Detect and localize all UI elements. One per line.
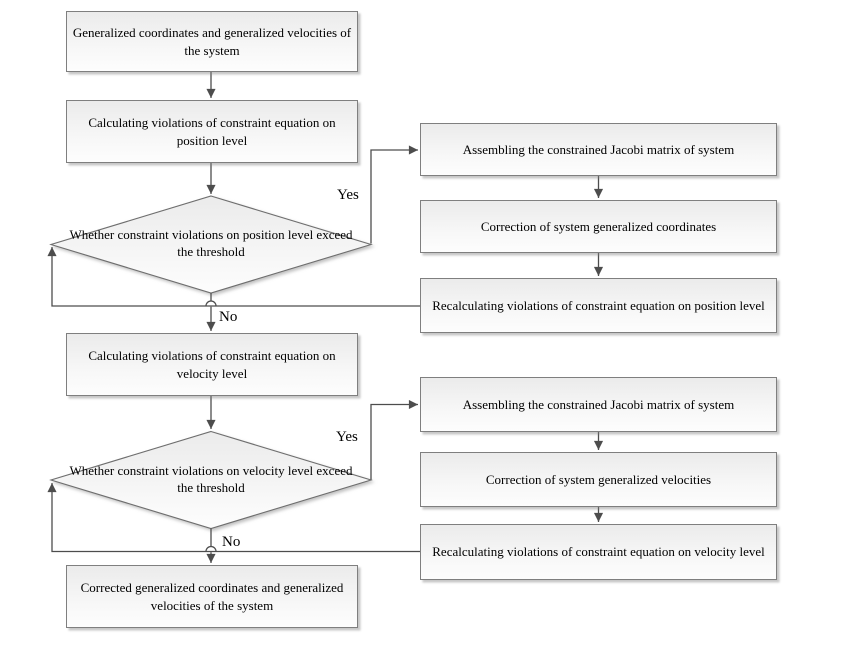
- node-assemble-jacobi-velocity: Assembling the constrained Jacobi matrix…: [420, 377, 777, 432]
- node-end-label: Corrected generalized coordinates and ge…: [80, 580, 344, 613]
- line-jump-velocity: [205, 545, 217, 552]
- edge-label-yes-position: Yes: [337, 187, 359, 203]
- node-start-label: Generalized coordinates and generalized …: [72, 25, 352, 58]
- node-correct-velocities-label: Correction of system generalized velocit…: [485, 471, 712, 487]
- decision-velocity-label: Whether constraint violations on velocit…: [69, 463, 353, 496]
- node-recalc-position-label: Recalculating violations of constraint e…: [432, 297, 765, 313]
- decision-position-label: Whether constraint violations on positio…: [69, 227, 353, 260]
- node-calc-velocity: Calculating violations of constraint equ…: [66, 333, 358, 396]
- node-recalc-velocity-label: Recalculating violations of constraint e…: [432, 544, 765, 560]
- node-correct-coordinates-label: Correction of system generalized coordin…: [480, 218, 717, 234]
- node-assemble-jacobi-velocity-label: Assembling the constrained Jacobi matrix…: [462, 396, 735, 412]
- edge-label-no-position: No: [219, 309, 238, 325]
- node-correct-coordinates: Correction of system generalized coordin…: [420, 200, 777, 253]
- line-jump-position: [205, 300, 217, 307]
- edge-label-yes-velocity: Yes: [336, 429, 358, 445]
- node-assemble-jacobi-position: Assembling the constrained Jacobi matrix…: [420, 123, 777, 176]
- node-end: Corrected generalized coordinates and ge…: [66, 565, 358, 628]
- connector-feedback-velocity: [47, 482, 420, 553]
- node-calc-position-label: Calculating violations of constraint equ…: [88, 115, 336, 148]
- node-assemble-jacobi-position-label: Assembling the constrained Jacobi matrix…: [462, 141, 735, 157]
- connector-yes-velocity: [370, 399, 419, 480]
- node-recalc-position: Recalculating violations of constraint e…: [420, 278, 777, 333]
- connector-yes-position: [370, 145, 419, 244]
- edge-label-no-velocity: No: [222, 534, 241, 550]
- node-calc-position: Calculating violations of constraint equ…: [66, 100, 358, 163]
- node-start: Generalized coordinates and generalized …: [66, 11, 358, 72]
- connector-feedback-position: [47, 246, 420, 307]
- node-correct-velocities: Correction of system generalized velocit…: [420, 452, 777, 507]
- node-calc-velocity-label: Calculating violations of constraint equ…: [88, 348, 336, 381]
- node-recalc-velocity: Recalculating violations of constraint e…: [420, 524, 777, 580]
